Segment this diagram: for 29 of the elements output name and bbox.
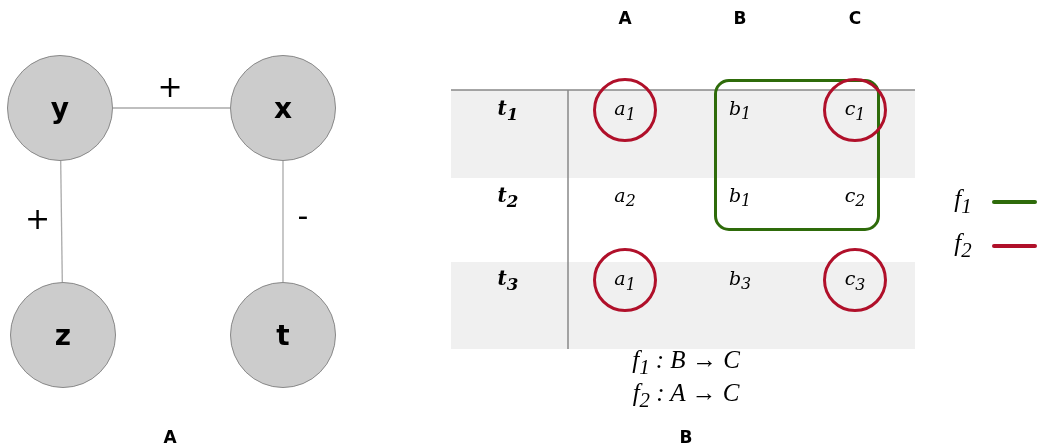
node-circle: t — [230, 282, 336, 388]
highlight-circle: c$_{3}$ — [823, 248, 887, 312]
node-circle: x — [230, 55, 336, 161]
node-circle: z — [10, 282, 116, 388]
cell-value: b$_{1}$ — [728, 183, 752, 211]
function-definition: f$_{2}$ : A → C — [632, 379, 740, 413]
node-circle: y — [7, 55, 113, 161]
function-definition: f$_{1}$ : B → C — [632, 346, 740, 380]
panel-label: B — [679, 427, 693, 447]
connector-line — [60, 160, 63, 283]
row-header: t$_{2}$ — [497, 183, 519, 211]
legend-label: f$_{1}$ — [954, 185, 972, 219]
highlight-circle: a$_{1}$ — [593, 248, 657, 312]
legend-label: f$_{2}$ — [954, 229, 972, 263]
cell-value: a$_{2}$ — [614, 183, 636, 211]
cell-value: b$_{3}$ — [728, 266, 752, 294]
highlight-circle: c$_{1}$ — [823, 78, 887, 142]
panel-label: A — [163, 427, 177, 447]
highlight-rounded-box — [714, 79, 880, 231]
connector-line — [112, 107, 231, 109]
row-header: t$_{3}$ — [497, 266, 519, 294]
column-header: C — [848, 8, 862, 28]
row-header: t$_{1}$ — [497, 96, 519, 124]
cell-value: b$_{1}$ — [728, 96, 752, 124]
connector-line — [282, 160, 284, 283]
highlight-circle: a$_{1}$ — [593, 78, 657, 142]
cell-value: c$_{2}$ — [844, 183, 866, 211]
column-header: A — [618, 8, 632, 28]
column-header: B — [733, 8, 747, 28]
